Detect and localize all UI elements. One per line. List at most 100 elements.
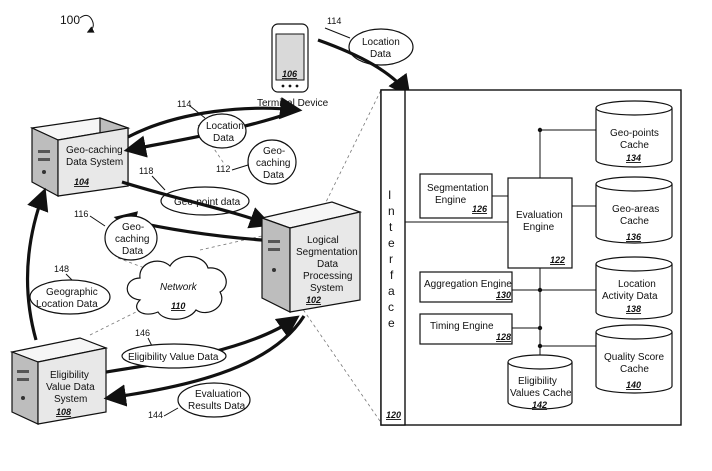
server-drive-icon	[268, 240, 280, 243]
geocaching112-leader	[231, 164, 249, 171]
eligibility-cache-line2: Values Cache	[510, 388, 572, 399]
aggregation-label: Aggregation Engine	[424, 279, 512, 290]
geopoints-cache: Geo-points Cache 134	[595, 100, 673, 168]
eligibility-cache-line1: Eligibility	[518, 376, 557, 387]
geocaching116-line2: caching	[115, 234, 149, 245]
interface-letter: I	[388, 188, 391, 202]
geocaching116-ref: 116	[74, 209, 88, 219]
evaluation-line1: Evaluation	[516, 210, 563, 221]
geocaching116-leader	[89, 215, 106, 227]
cache-top	[595, 324, 673, 340]
evaluation-line2: Engine	[523, 222, 555, 233]
interface-letter: n	[388, 204, 395, 218]
location-mid-line1: Location	[206, 121, 244, 132]
eligibility-value-ref: 146	[135, 328, 150, 338]
server-face	[37, 347, 107, 425]
location-activity-line2: Activity Data	[602, 291, 658, 302]
logical-server: Logical Segmentation Data Processing Sys…	[259, 201, 363, 313]
quality-ref: 140	[626, 380, 641, 390]
junction-icon	[537, 325, 543, 331]
detail-panel: I n t e r f a c e 120 Segmentation Engin…	[380, 89, 682, 426]
phone-screen	[275, 33, 305, 81]
geographic-line2: Location Data	[36, 299, 98, 310]
evaluation-results-line1: Evaluation	[195, 389, 242, 400]
segmentation-line1: Segmentation	[427, 183, 489, 194]
interface-letter: c	[388, 300, 394, 314]
geopoint-label: Geo-point data	[174, 197, 241, 208]
cache-body	[595, 332, 673, 394]
geocaching112-line2: caching	[256, 158, 290, 169]
network-cloud: Network 110	[126, 255, 227, 320]
eligibility-line2: Value Data	[46, 382, 95, 393]
eligibility-to-geocaching-arrow	[26, 187, 49, 341]
eligibility-cache-ref: 142	[532, 400, 547, 410]
evaluation-results-ref: 144	[148, 410, 163, 420]
figure-number-arrow	[79, 14, 95, 33]
geopoints-ref: 134	[626, 153, 641, 163]
timing-engine-box	[419, 313, 513, 345]
geocaching116-line3: Data	[122, 246, 144, 257]
cache-top	[595, 256, 673, 272]
interface-letter: f	[390, 268, 394, 282]
phone-button-icon	[295, 84, 299, 88]
detail-guide-bottom	[299, 304, 383, 425]
network-link-logical	[199, 235, 263, 251]
geocaching112-ref: 112	[216, 164, 230, 174]
server-face	[289, 211, 361, 313]
phone-button-icon	[281, 84, 285, 88]
segmentation-engine-box	[419, 173, 493, 219]
geoareas-ref: 136	[626, 232, 642, 242]
eligibility-value-bubble	[121, 343, 227, 369]
terminal-ref: 106	[282, 69, 298, 79]
geocaching-server: Geo-caching Data System 104	[29, 117, 131, 198]
figure-number: 100	[60, 13, 80, 27]
geocaching-to-logical-arrow	[121, 180, 273, 229]
interface-letter: r	[389, 252, 393, 266]
location-top-ref: 114	[327, 16, 341, 26]
geocaching116-bubble	[104, 215, 158, 261]
network-label: Network	[160, 282, 198, 293]
server-drive-icon	[17, 370, 29, 373]
location-top-leader	[324, 27, 351, 39]
cache-body	[595, 108, 673, 168]
location-top-line1: Location	[362, 37, 400, 48]
location-top-line2: Data	[370, 49, 392, 60]
evaluation-results-line2: Results Data	[188, 401, 246, 412]
junction-icon	[537, 343, 543, 349]
aggregation-ref: 130	[496, 290, 511, 300]
evaluation-results-bubble	[177, 382, 251, 418]
geocaching-line2: Data System	[66, 157, 123, 168]
eligibility-line3: System	[54, 394, 87, 405]
logical-line3: Data	[317, 259, 339, 270]
terminal-to-detail-arrow	[317, 38, 411, 98]
logical-line5: System	[310, 283, 343, 294]
junction-icon	[537, 287, 543, 293]
geocaching112-line1: Geo-	[263, 146, 285, 157]
cache-body	[595, 264, 673, 320]
interface-letter: a	[388, 284, 395, 298]
quality-score-cache: Quality Score Cache 140	[595, 324, 673, 394]
logical-ref: 102	[306, 295, 321, 305]
geocaching116-line1: Geo-	[122, 222, 144, 233]
network-ref: 110	[171, 301, 185, 311]
detail-ref: 120	[386, 410, 401, 420]
logical-line4: Processing	[303, 271, 352, 282]
server-drive-icon	[268, 248, 280, 251]
segmentation-line2: Engine	[435, 195, 467, 206]
geocaching112-line3: Data	[263, 170, 285, 181]
quality-line1: Quality Score	[604, 352, 664, 363]
location-mid-line2: Data	[213, 133, 235, 144]
timing-label: Timing Engine	[430, 321, 494, 332]
location-mid-bubble	[197, 113, 247, 149]
location-activity-cache: Location Activity Data 138	[595, 256, 673, 320]
cache-body	[507, 362, 573, 410]
interface-letter: e	[388, 236, 395, 250]
server-led-icon	[42, 170, 46, 174]
geocaching-line1: Geo-caching	[66, 145, 123, 156]
logical-line1: Logical	[307, 235, 339, 246]
geographic-line1: Geographic	[46, 287, 98, 298]
geopoint-bubble	[160, 186, 250, 216]
cache-top	[595, 176, 673, 192]
